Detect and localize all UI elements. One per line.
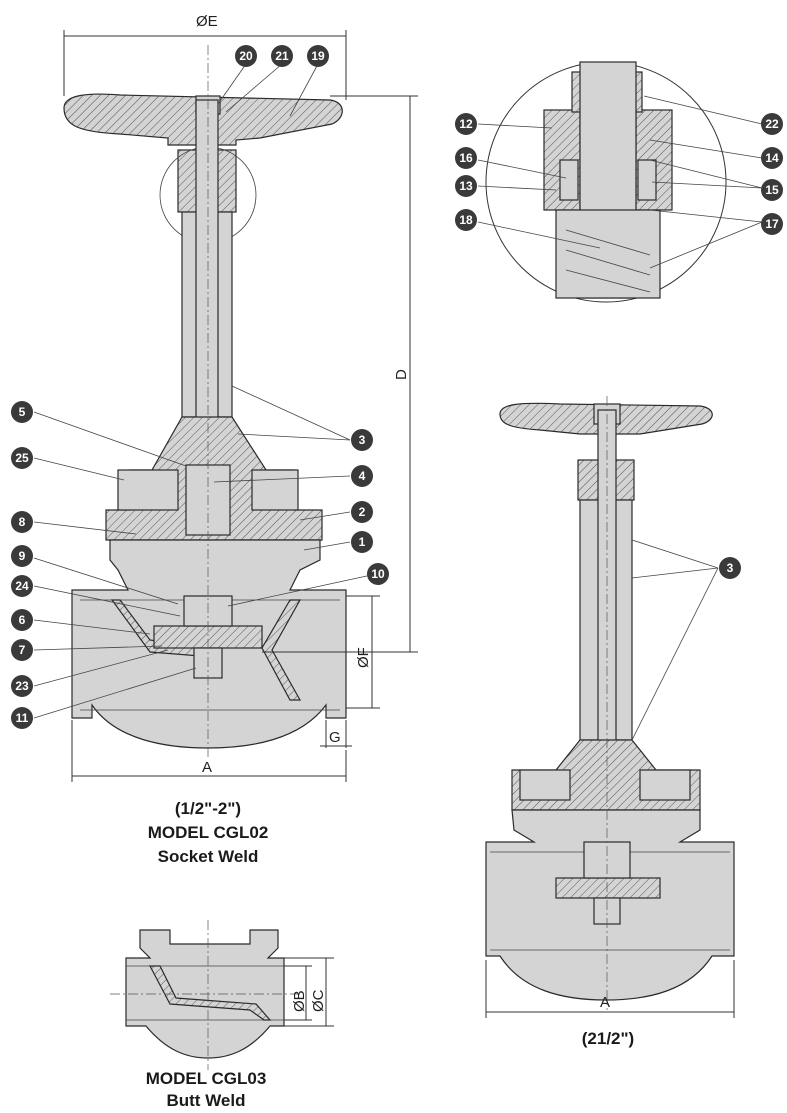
svg-text:7: 7 [19, 643, 26, 657]
svg-text:1: 1 [359, 535, 366, 549]
callout-19: 19 [307, 45, 329, 67]
callout-4: 4 [351, 465, 373, 487]
svg-text:16: 16 [459, 151, 473, 165]
callout-8: 8 [11, 511, 33, 533]
callout-11: 11 [11, 707, 33, 729]
main-type-caption: Socket Weld [158, 847, 259, 866]
main-valve-view: ØE D ØF G A [63, 13, 418, 782]
svg-text:2: 2 [359, 505, 366, 519]
dim-ob-label: ØB [291, 990, 308, 1012]
callout-23: 23 [11, 675, 33, 697]
detail-view [485, 61, 727, 303]
callout-12: 12 [455, 113, 477, 135]
callout-20: 20 [235, 45, 257, 67]
callout-6: 6 [11, 609, 33, 631]
svg-text:9: 9 [19, 549, 26, 563]
callout-9: 9 [11, 545, 33, 567]
dim-of-label: ØF [355, 647, 372, 668]
callout-3: 3 [351, 429, 373, 451]
svg-text:19: 19 [311, 49, 325, 63]
svg-text:18: 18 [459, 213, 473, 227]
main-size-caption: (1/2"-2") [175, 799, 241, 818]
callout-10: 10 [367, 563, 389, 585]
callout-3-side: 3 [719, 557, 741, 579]
dim-oc-label: ØC [310, 989, 327, 1012]
svg-text:21: 21 [275, 49, 289, 63]
butt-type-caption: Butt Weld [166, 1091, 245, 1110]
svg-text:17: 17 [765, 217, 779, 231]
dim-d-label: D [393, 369, 410, 380]
main-model-caption: MODEL CGL02 [148, 823, 269, 842]
svg-text:11: 11 [16, 711, 29, 725]
detail-spring [565, 229, 651, 293]
svg-text:14: 14 [765, 151, 779, 165]
side-disc [555, 877, 661, 899]
svg-text:13: 13 [459, 179, 473, 193]
svg-text:6: 6 [19, 613, 26, 627]
svg-text:5: 5 [19, 405, 26, 419]
side-dim-a-label: A [600, 994, 610, 1011]
svg-text:20: 20 [239, 49, 253, 63]
svg-text:3: 3 [727, 561, 734, 575]
callout-18: 18 [455, 209, 477, 231]
svg-text:4: 4 [359, 469, 366, 483]
callout-24: 24 [11, 575, 33, 597]
callout-21: 21 [271, 45, 293, 67]
svg-text:25: 25 [15, 451, 29, 465]
svg-text:10: 10 [371, 567, 385, 581]
callout-22: 22 [761, 113, 783, 135]
butt-model-caption: MODEL CGL03 [146, 1069, 267, 1088]
svg-text:24: 24 [15, 579, 29, 593]
dim-oe-label: ØE [196, 13, 218, 30]
side-valve-view: A [485, 396, 735, 1018]
detail-tube [555, 209, 661, 299]
svg-text:12: 12 [459, 117, 473, 131]
callout-7: 7 [11, 639, 33, 661]
butt-weld-view: ØB ØC [110, 920, 334, 1070]
callout-15: 15 [761, 179, 783, 201]
callout-5: 5 [11, 401, 33, 423]
callout-17: 17 [761, 213, 783, 235]
leader-lines [33, 63, 763, 741]
svg-text:15: 15 [765, 183, 779, 197]
callout-1: 1 [351, 531, 373, 553]
callout-25: 25 [11, 447, 33, 469]
svg-text:8: 8 [19, 515, 26, 529]
callout-14: 14 [761, 147, 783, 169]
svg-text:3: 3 [359, 433, 366, 447]
callout-2: 2 [351, 501, 373, 523]
dim-a-label: A [202, 759, 212, 776]
callout-16: 16 [455, 147, 477, 169]
main-bonnet-nut-right [251, 469, 299, 511]
main-bonnet-nut-left [117, 469, 179, 511]
callouts: 20 21 19 12 16 13 18 22 14 15 17 5 25 8 … [11, 45, 783, 729]
svg-text:22: 22 [765, 117, 779, 131]
dim-g-label: G [329, 729, 341, 746]
callout-13: 13 [455, 175, 477, 197]
side-size-caption: (21/2") [582, 1029, 634, 1048]
svg-text:23: 23 [15, 679, 29, 693]
